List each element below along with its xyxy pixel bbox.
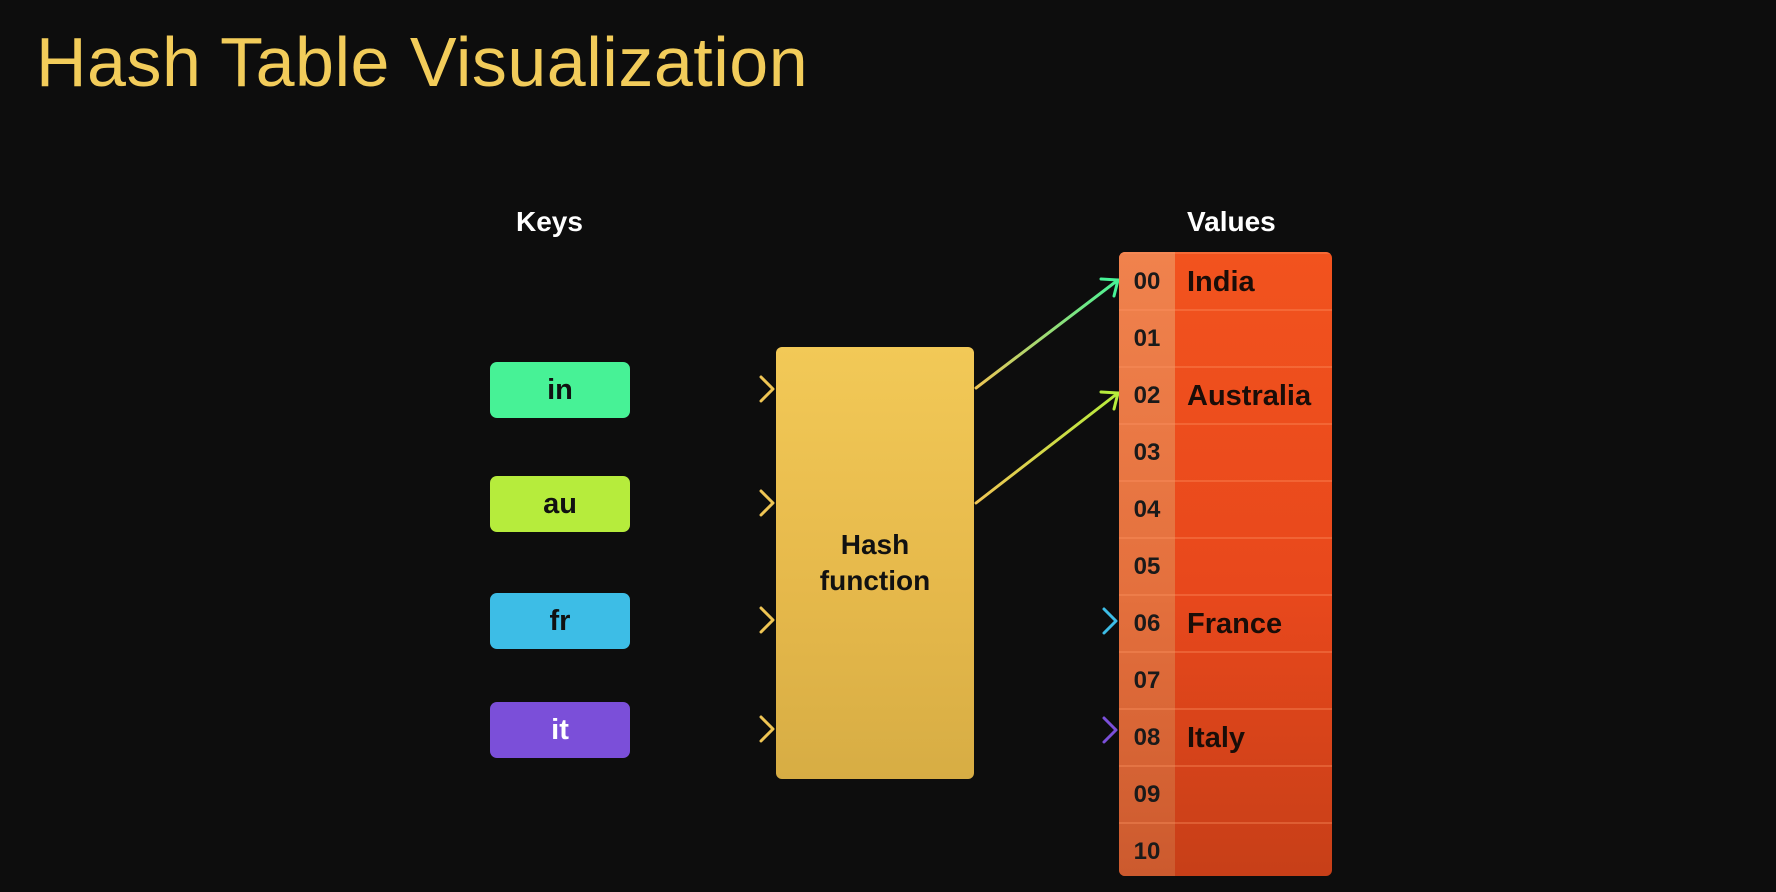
table-row: 06 France [1119, 594, 1332, 651]
key-au-label: au [543, 487, 577, 520]
table-row: 00 India [1119, 252, 1332, 309]
slot-index: 10 [1133, 838, 1161, 865]
slot-value: Australia [1187, 379, 1312, 412]
hash-function-line2: function [819, 565, 931, 596]
table-row: 04 [1119, 480, 1332, 537]
slot-index: 01 [1133, 325, 1161, 352]
table-row: 10 [1119, 822, 1332, 876]
slot-index: 05 [1133, 553, 1161, 580]
key-fr: fr [490, 593, 630, 649]
slot-value: Italy [1187, 721, 1246, 754]
slot-index: 06 [1133, 610, 1161, 637]
key-it: it [490, 702, 630, 758]
keys-heading: Keys [516, 206, 583, 237]
slot-index: 03 [1133, 439, 1161, 466]
hash-function-line1: Hash [840, 529, 910, 560]
arrow-hash-to-slot-02 [974, 391, 1120, 505]
key-au: au [490, 476, 630, 532]
index-column [1119, 252, 1175, 876]
table-row: 07 [1119, 651, 1332, 708]
table-row: 01 [1119, 309, 1332, 366]
key-in: in [490, 362, 630, 418]
key-fr-label: fr [549, 604, 571, 637]
slot-index: 09 [1133, 781, 1161, 808]
slot-index: 04 [1133, 496, 1161, 523]
hash-function-box: Hash function [776, 347, 974, 779]
slot-value: India [1187, 265, 1255, 298]
slot-index: 00 [1133, 268, 1161, 295]
table-row: 02 Australia [1119, 366, 1332, 423]
arrow-hash-to-slot-00 [974, 278, 1120, 390]
page-title: Hash Table Visualization [36, 23, 809, 101]
key-in-label: in [547, 373, 573, 406]
slot-index: 07 [1133, 667, 1161, 694]
slot-index: 08 [1133, 724, 1161, 751]
values-heading: Values [1187, 206, 1276, 237]
table-row: 03 [1119, 423, 1332, 480]
slot-index: 02 [1133, 382, 1161, 409]
table-row: 05 [1119, 537, 1332, 594]
key-it-label: it [551, 713, 569, 746]
table-row: 08 Italy [1119, 708, 1332, 765]
hash-table: 00 India 01 02 Australia 03 04 05 06 Fra… [1119, 252, 1332, 876]
slot-value: France [1187, 607, 1283, 640]
table-row: 09 [1119, 765, 1332, 822]
